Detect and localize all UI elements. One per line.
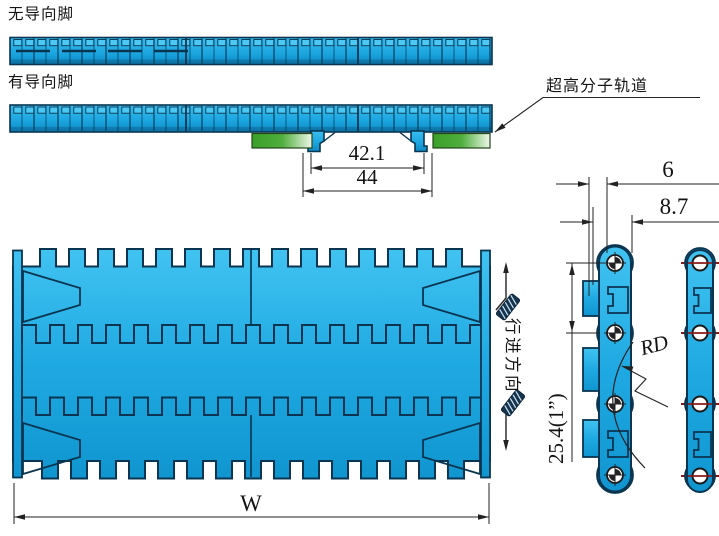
dim-side-offset: 8.7 [659, 194, 689, 219]
uhmw-rails [251, 132, 491, 149]
side-view-dimensions [556, 177, 719, 462]
belt-top-view [12, 248, 491, 480]
radius-arc-and-leader [612, 341, 669, 469]
dim-guide-foot-outer: 44 [356, 165, 378, 189]
label-travel-direction: 行进方向 [503, 318, 522, 394]
dim-top-edge-offset: 6 [662, 157, 674, 182]
dim-belt-width: W [240, 491, 262, 516]
label-no-guide-feet: 无导向脚 [8, 6, 75, 23]
label-uhmw-track: 超高分子轨道 [546, 78, 649, 95]
belt-side-view-no-feet [9, 36, 493, 66]
link-side-view-right [681, 247, 719, 493]
dim-guide-foot-inner: 42.1 [348, 141, 386, 165]
uhmw-track-leader-line [494, 96, 700, 133]
label-with-guide-feet: 有导向脚 [8, 74, 75, 91]
guide-foot-dimensions [302, 153, 433, 197]
link-side-view-left [582, 244, 634, 494]
travel-direction-indicator [495, 262, 526, 451]
belt-side-view-with-feet [9, 104, 493, 153]
dim-pitch: 25.4(1”) [544, 393, 568, 464]
belt-width-dimension [13, 483, 490, 524]
